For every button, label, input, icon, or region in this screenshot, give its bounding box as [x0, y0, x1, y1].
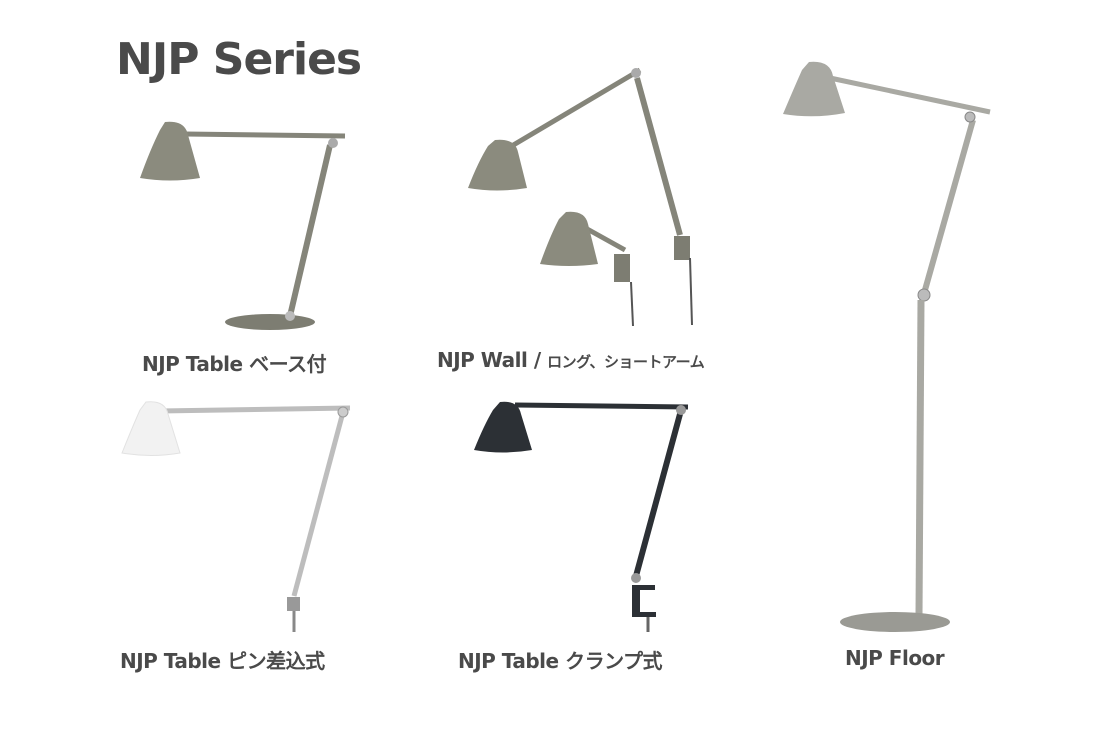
lamp-arm — [287, 144, 333, 317]
lamp-shade — [474, 401, 532, 453]
wall-mount — [614, 254, 630, 282]
lamp-arm — [184, 131, 346, 139]
product-label-table-base: NJP Table ベース付 — [142, 348, 327, 377]
lamp-joint — [337, 406, 349, 418]
product-name: NJP Table — [142, 352, 243, 376]
product-label-floor: NJP Floor — [845, 646, 945, 670]
lamp-joint — [917, 288, 931, 302]
lamp-arm — [508, 67, 642, 150]
lamp-pole — [915, 299, 925, 617]
product-name: NJP Floor — [845, 646, 945, 670]
product-label-table-clamp: NJP Table クランプ式 — [458, 645, 662, 674]
lamp-base — [225, 314, 315, 330]
lamp-arm — [291, 415, 345, 597]
product-label-wall: NJP Wall / ロング、ショートアーム — [437, 348, 705, 372]
lamp-shade — [140, 121, 200, 181]
lamp-arm — [922, 119, 976, 291]
product-name: NJP Wall / — [437, 348, 541, 372]
pin-mount — [287, 597, 300, 611]
lamp-joint — [285, 311, 295, 321]
lamp-arm — [514, 402, 689, 410]
product-variant: ベース付 — [249, 352, 327, 376]
lamp-joint — [631, 68, 641, 78]
clamp — [632, 585, 656, 617]
lamp-joint — [328, 138, 338, 148]
lamp-shade — [540, 211, 598, 266]
lamp-base — [840, 612, 950, 632]
product-variant: クランプ式 — [565, 649, 662, 673]
wall-mount — [674, 236, 690, 260]
power-cord — [630, 281, 634, 327]
lamp-table-base — [140, 121, 346, 330]
lamp-floor — [783, 61, 991, 632]
product-label-table-pin: NJP Table ピン差込式 — [120, 645, 325, 674]
product-name: NJP Table — [458, 649, 559, 673]
product-name: NJP Table — [120, 649, 221, 673]
lamp-joint — [631, 573, 641, 583]
product-variant: ピン差込式 — [227, 649, 325, 673]
lamp-wall-long — [468, 67, 693, 326]
lamp-joint — [676, 405, 686, 415]
lamp-arm — [829, 75, 991, 115]
lamp-arm — [633, 413, 683, 577]
lamp-table-clamp — [474, 401, 689, 632]
lamp-arm — [159, 405, 351, 414]
lamp-shade — [783, 61, 845, 117]
power-cord — [689, 257, 693, 326]
lamp-joint — [964, 111, 976, 123]
lamp-table-pin — [121, 401, 351, 632]
product-variant: ロング、ショートアーム — [547, 353, 705, 371]
lamp-shade — [121, 401, 181, 456]
lamp-wall-short — [540, 211, 634, 327]
lamp-arm — [634, 77, 683, 236]
page-title: NJP Series — [116, 34, 362, 85]
lamp-shade — [468, 139, 527, 191]
